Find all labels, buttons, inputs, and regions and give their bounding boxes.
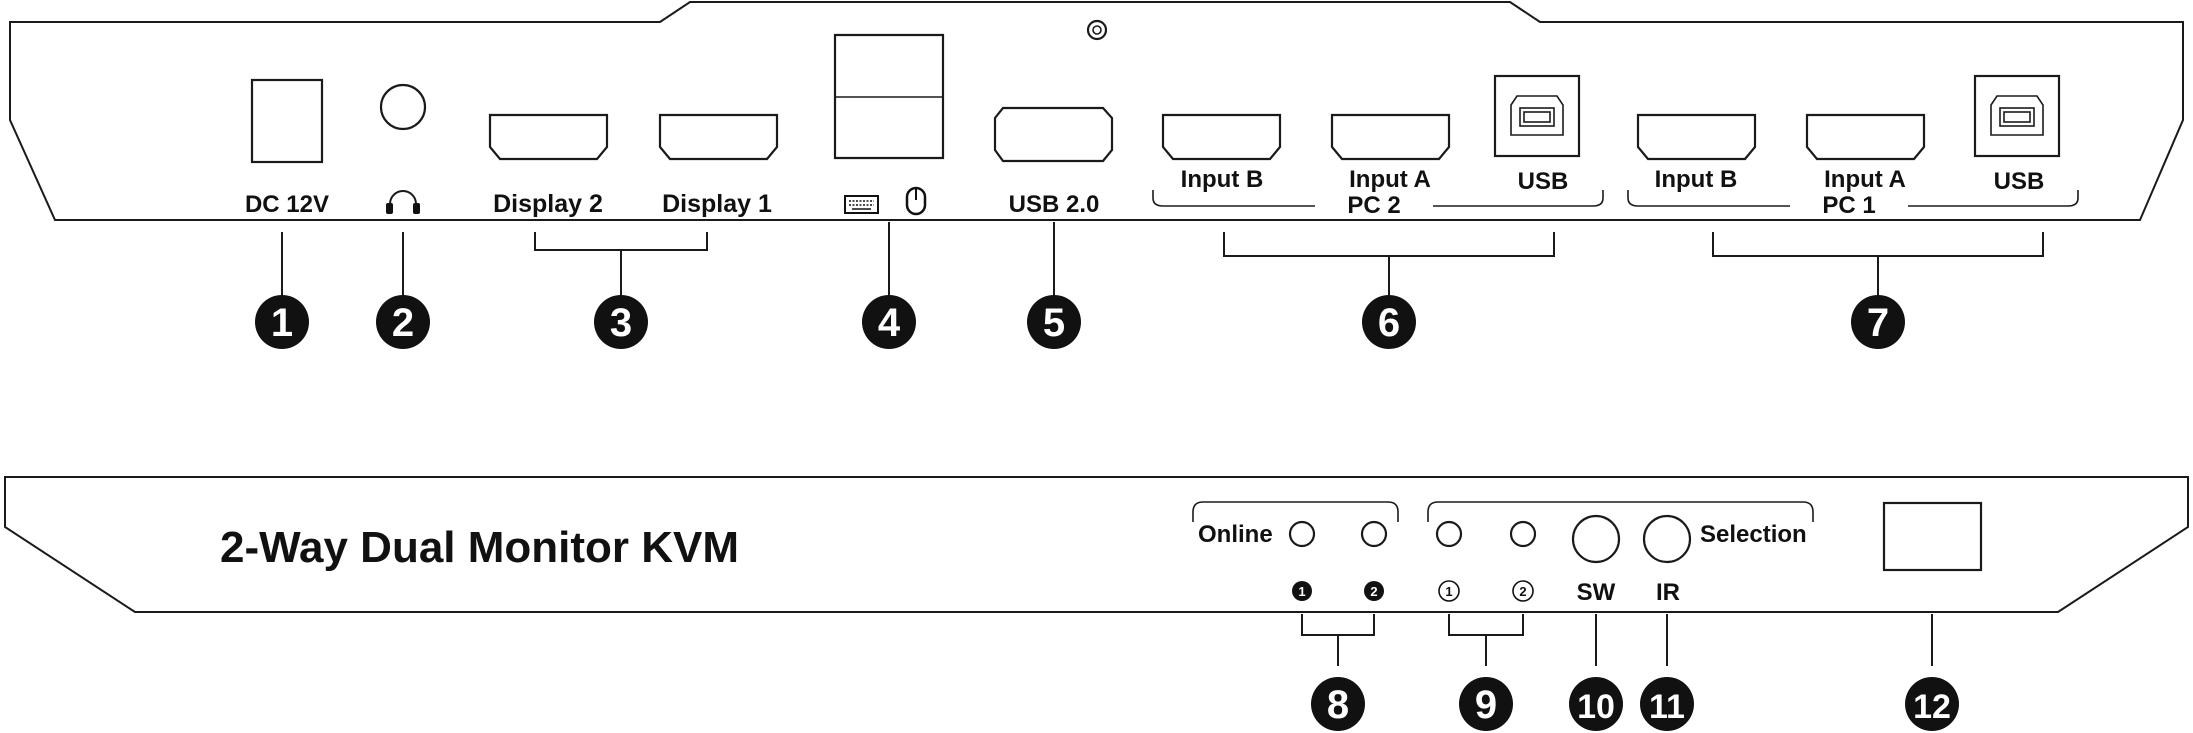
pc2-bracket [1152,190,1604,207]
svg-text:2: 2 [392,301,414,345]
screw-inner [1092,25,1102,35]
pc1-input-b-label: Input B [1655,166,1738,193]
product-title: 2-Way Dual Monitor KVM [220,523,739,572]
pc2-input-a-hdmi-port [1330,113,1451,161]
dc-power-port [250,78,324,164]
pc1-input-b-hdmi-port [1636,113,1757,161]
screw [1086,19,1108,41]
rear-leader-lines [281,222,2044,296]
selection-label: Selection [1700,521,1807,548]
online-led-1 [1288,520,1316,548]
svg-text:8: 8 [1327,683,1349,727]
online-bracket [1192,501,1399,522]
display2-hdmi-port [488,113,609,161]
sw-label: SW [1577,579,1616,606]
keyboard-icon [844,195,879,214]
ir-label: IR [1656,579,1680,606]
pc1-bracket [1627,190,2079,207]
svg-text:1: 1 [271,301,293,345]
display1-hdmi-port [658,113,779,161]
pc2-input-b-hdmi-port [1161,113,1282,161]
pc2-input-a-label: Input A [1349,166,1431,193]
svg-text:12: 12 [1913,688,1951,726]
callout-9: 9 [1459,677,1513,731]
callout-7: 7 [1851,295,1905,349]
display2-label: Display 2 [493,190,603,218]
online-label: Online [1198,521,1273,548]
svg-text:9: 9 [1475,683,1497,727]
svg-text:4: 4 [878,301,901,345]
callout-2: 2 [376,295,430,349]
dc-label: DC 12V [245,191,329,218]
usb20-port [993,106,1114,163]
svg-text:3: 3 [610,301,632,345]
sw-button [1571,514,1621,564]
pc1-usb-label: USB [1994,168,2045,195]
usb20-label: USB 2.0 [1009,191,1100,218]
pc1-usb-b-port [1973,74,2061,158]
callout-6: 6 [1362,295,1416,349]
svg-text:1: 1 [1445,584,1452,599]
pc2-group-label: PC 2 [1347,192,1400,219]
front-panel-outline [4,476,2189,613]
pc1-input-a-hdmi-port [1805,113,1926,161]
svg-text:11: 11 [1649,688,1685,726]
front-port-window [1882,501,1983,572]
svg-text:5: 5 [1043,301,1065,345]
selection-led-1 [1435,520,1463,548]
headphone-icon [386,190,420,214]
callout-10: 10 [1569,677,1623,731]
online-led-2 [1360,520,1388,548]
selection-number-2: 2 [1512,580,1534,602]
svg-text:2: 2 [1370,584,1377,599]
svg-text:2: 2 [1519,584,1526,599]
mouse-icon [905,186,927,216]
callout-1: 1 [255,295,309,349]
svg-text:1: 1 [1298,584,1305,599]
svg-text:10: 10 [1577,688,1615,726]
audio-jack [379,83,427,131]
callout-12: 12 [1905,677,1959,731]
display1-label: Display 1 [662,190,772,218]
selection-bracket [1427,501,1814,522]
pc1-group-label: PC 1 [1822,192,1875,219]
callout-5: 5 [1027,295,1081,349]
callout-4: 4 [862,295,916,349]
online-number-1: 1 [1292,581,1312,601]
pc2-usb-b-port [1493,74,1581,158]
pc1-input-a-label: Input A [1824,166,1906,193]
svg-text:6: 6 [1378,301,1400,345]
svg-text:7: 7 [1867,301,1889,345]
callout-3: 3 [594,295,648,349]
callout-11: 11 [1640,677,1694,731]
selection-led-2 [1509,520,1537,548]
front-leader-lines [1301,614,1933,666]
callout-8: 8 [1311,677,1365,731]
selection-number-1: 1 [1438,580,1460,602]
online-number-2: 2 [1364,581,1384,601]
pc2-input-b-label: Input B [1181,166,1264,193]
pc2-usb-label: USB [1518,168,1569,195]
ir-receiver [1642,514,1692,564]
